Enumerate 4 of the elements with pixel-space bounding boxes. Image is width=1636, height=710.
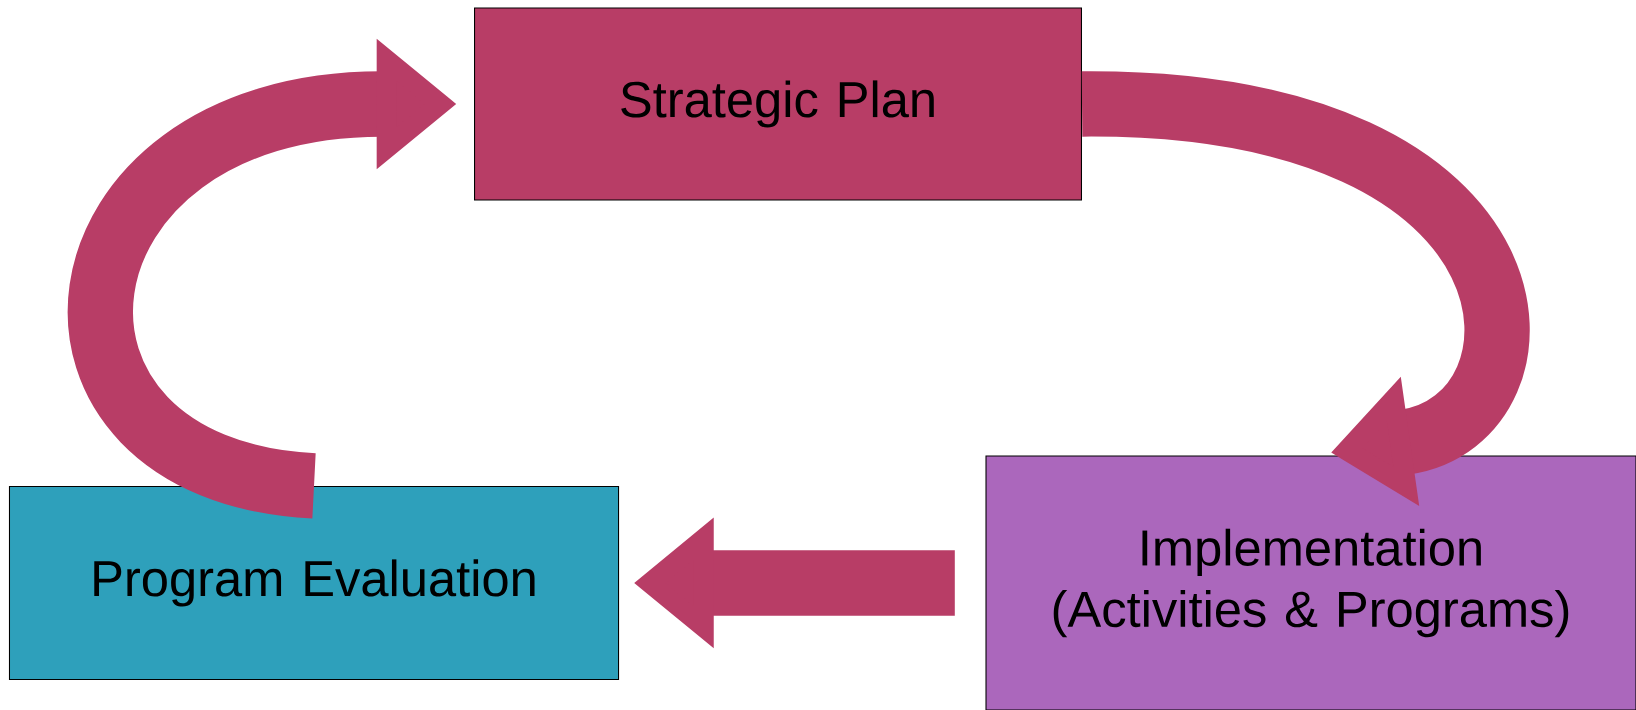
process-box: Implementation (Activities & Programs) <box>985 455 1636 710</box>
process-box: Program Evaluation <box>8 485 620 681</box>
process-box: Strategic Plan <box>474 7 1082 201</box>
block-arrow <box>1080 71 1529 507</box>
